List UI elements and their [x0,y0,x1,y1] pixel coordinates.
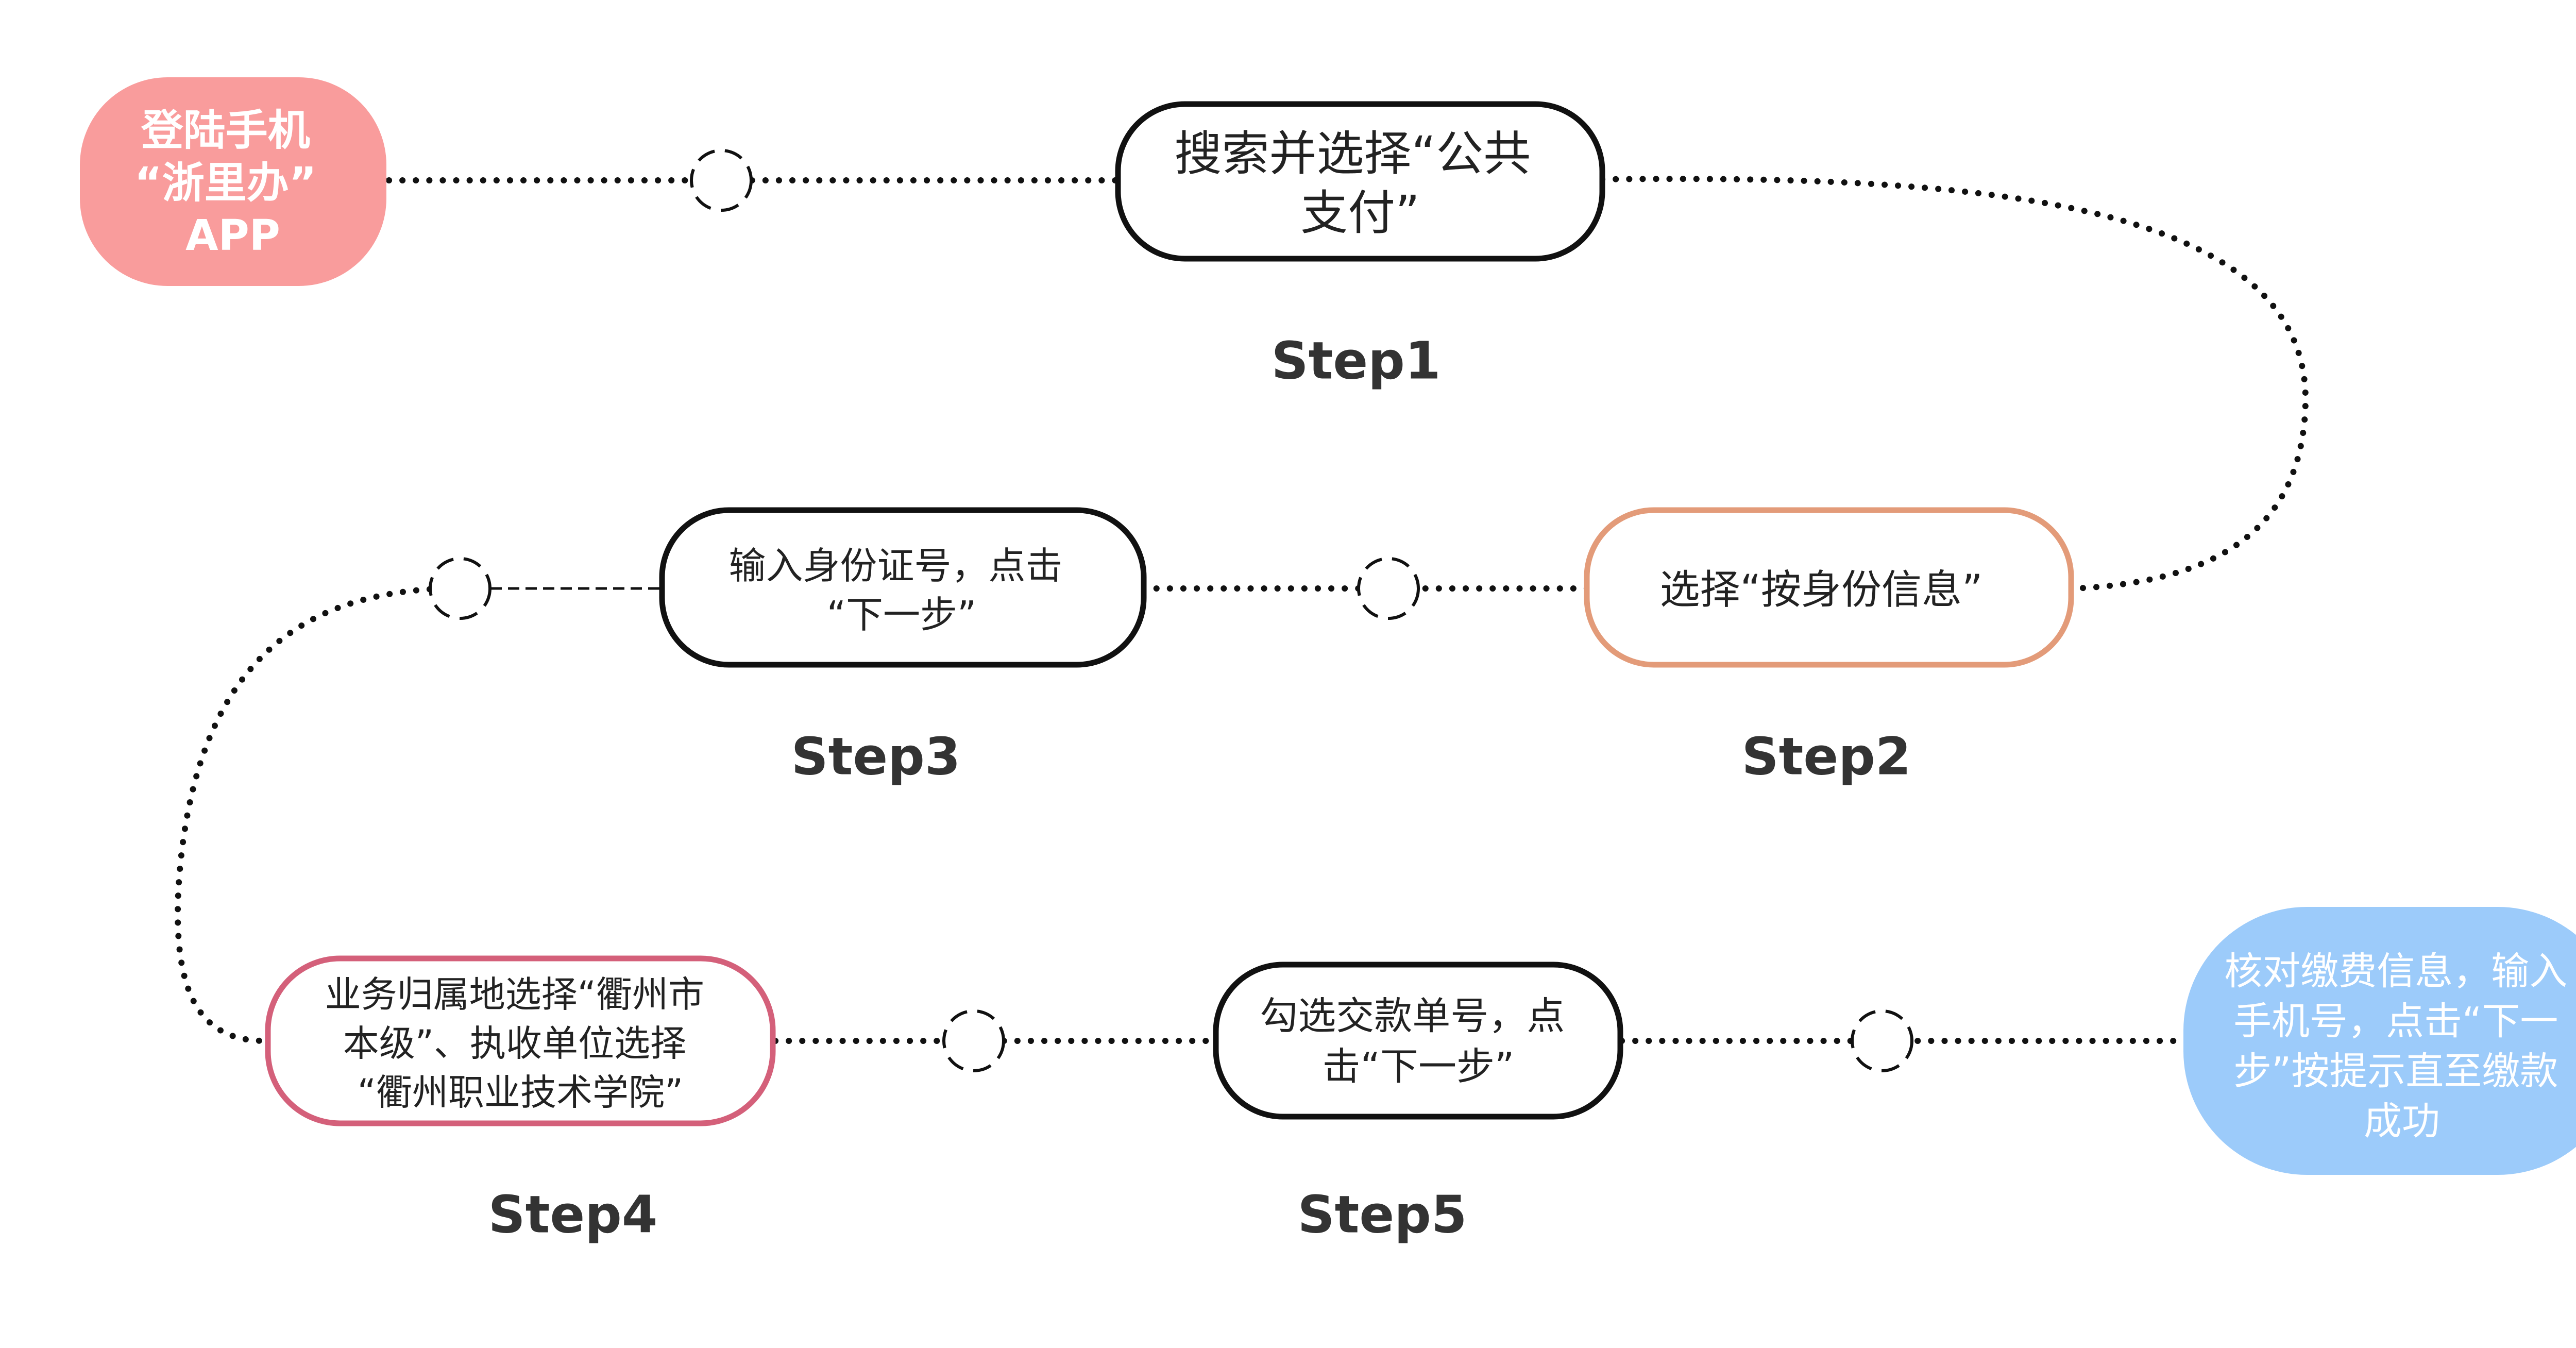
start-node-line-3: APP [185,211,280,260]
end-node-shape [2183,907,2576,1175]
connector-step1-to-step2 [1599,176,2309,592]
step1-label: Step1 [1272,331,1441,391]
ring-marker-4 [942,1009,1005,1072]
step3-label: Step3 [791,727,961,787]
step1-node-shape [1115,101,1605,262]
step1-node-line-2: 支付” [1300,186,1420,241]
step5-node-shape [1213,962,1623,1120]
ring-markers [429,149,1913,1072]
step3-node-line-1: 输入身份证号，点击 [729,544,1063,587]
start-node-shape [80,77,386,286]
ring-marker-2 [1357,557,1420,620]
connector-step3-to-step4 [175,585,446,1044]
step5-node: 勾选交款单号，点 击“下一步” [1213,962,1623,1120]
step5-node-line-2: 击“下一步” [1323,1044,1515,1089]
start-node-text: 登陆手机 “浙里办” APP [134,106,331,260]
step3-node-shape [659,507,1147,668]
step4-node-line-1: 业务归属地选择“衢州市 [325,973,704,1016]
step4-node-text: 业务归属地选择“衢州市 本级”、执收单位选择 “衢州职业技术学院” [325,973,716,1114]
start-node-line-2: “浙里办” [134,159,317,208]
ring-marker-3 [429,557,492,620]
step4-node-line-2: 本级”、执收单位选择 [343,1022,686,1065]
ring-marker-5 [1851,1009,1913,1072]
step3-node-text: 输入身份证号，点击 “下一步” [729,544,1075,636]
step4-node-shape [265,955,776,1126]
step2-node-line-1: 选择“按身份信息” [1660,567,1983,613]
step3-node: 输入身份证号，点击 “下一步” [659,507,1147,668]
step1-node-text: 搜索并选择“公共 支付” [1175,126,1546,241]
step2-node-shape [1584,507,2074,668]
end-node-line-4: 成功 [2364,1099,2440,1143]
step3-node-line-2: “下一步” [827,593,977,636]
step2-label: Step2 [1742,727,1911,787]
step1-node-line-1: 搜索并选择“公共 [1175,126,1531,181]
end-node-line-2: 手机号，点击“下一 [2233,999,2558,1043]
start-node: 登陆手机 “浙里办” APP [80,77,386,286]
end-node: 核对缴费信息，输入 手机号，点击“下一 步”按提示直至缴款 成功 [2183,907,2576,1175]
start-node-line-1: 登陆手机 [141,106,310,155]
step5-node-text: 勾选交款单号，点 击“下一步” [1260,994,1577,1089]
step1-node: 搜索并选择“公共 支付” [1115,101,1605,262]
ring-marker-1 [690,149,753,212]
step5-node-line-1: 勾选交款单号，点 [1260,994,1565,1038]
step4-label: Step4 [488,1185,658,1245]
step2-node: 选择“按身份信息” [1584,507,2074,668]
end-node-text: 核对缴费信息，输入 手机号，点击“下一 步”按提示直至缴款 成功 [2224,949,2576,1143]
step4-node-line-3: “衢州职业技术学院” [358,1071,684,1114]
step4-node: 业务归属地选择“衢州市 本级”、执收单位选择 “衢州职业技术学院” [265,955,776,1126]
end-node-line-1: 核对缴费信息，输入 [2224,949,2567,993]
step2-node-text: 选择“按身份信息” [1660,567,1983,613]
end-node-line-3: 步”按提示直至缴款 [2233,1049,2558,1093]
step5-label: Step5 [1298,1185,1467,1245]
